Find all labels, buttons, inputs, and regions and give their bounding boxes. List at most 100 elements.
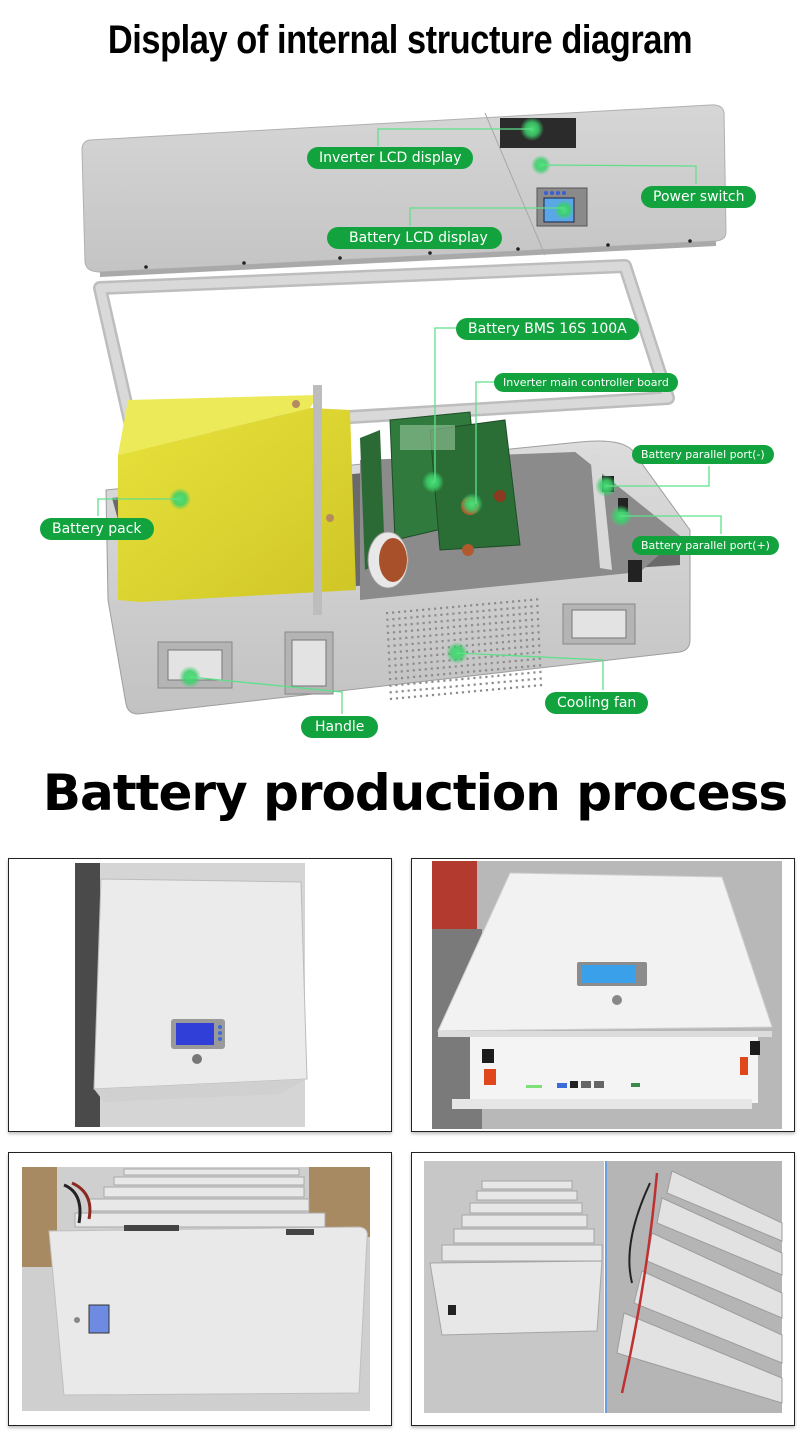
vent-hole: [521, 672, 524, 675]
vent-hole: [407, 696, 411, 699]
vent-hole: [452, 619, 455, 622]
vent-hole: [524, 599, 527, 602]
vent-hole: [509, 686, 513, 689]
vent-hole: [458, 618, 461, 621]
vent-hole: [404, 623, 407, 626]
vent-hole: [509, 680, 512, 683]
inverter-pcb-assembly: [360, 411, 521, 589]
vent-hole: [398, 624, 401, 627]
vent-hole: [425, 674, 428, 677]
vent-hole: [461, 678, 464, 681]
vent-hole: [530, 612, 533, 615]
vent-hole: [464, 618, 467, 621]
vent-hole: [458, 605, 461, 608]
vent-hole: [434, 607, 437, 610]
vent-hole: [429, 647, 432, 650]
vent-hole: [503, 680, 506, 683]
vent-hole: [419, 695, 423, 698]
vent-hole: [386, 618, 389, 621]
vent-hole: [524, 612, 527, 615]
vent-hole: [537, 631, 540, 634]
top-lid: [81, 104, 727, 277]
vent-hole: [399, 650, 402, 653]
vent-hole: [485, 689, 489, 692]
vent-hole: [424, 661, 427, 664]
vent-hole: [525, 625, 528, 628]
vent-hole: [533, 678, 536, 681]
vent-hole: [413, 682, 416, 685]
vent-hole: [417, 648, 420, 652]
vent-hole: [407, 676, 410, 679]
vent-hole: [449, 692, 453, 695]
vent-hole: [518, 606, 521, 609]
vent-hole: [473, 683, 476, 686]
vent-hole: [419, 681, 422, 685]
vent-hole: [524, 605, 527, 609]
vent-hole: [428, 608, 431, 611]
vent-hole: [436, 667, 439, 670]
vent-hole: [513, 626, 516, 630]
vent-hole: [506, 614, 509, 617]
vent-hole: [537, 624, 540, 627]
vent-hole: [525, 632, 528, 635]
vent-hole: [429, 641, 432, 644]
vent-hole: [500, 614, 503, 617]
vent-hole: [464, 624, 468, 627]
vent-hole: [467, 677, 470, 680]
vent-hole: [496, 648, 499, 651]
vent-hole: [488, 609, 491, 612]
vent-hole: [509, 673, 512, 676]
vent-hole: [467, 684, 470, 687]
vent-hole: [509, 667, 512, 670]
vent-hole: [527, 665, 530, 668]
vent-hole: [466, 664, 469, 667]
vent-hole: [441, 646, 444, 649]
vent-hole: [489, 635, 492, 638]
vent-hole: [503, 674, 506, 677]
vent-hole: [521, 685, 525, 688]
vent-hole: [482, 603, 485, 606]
vent-hole: [488, 615, 491, 619]
vent-hole: [431, 680, 434, 683]
vent-hole: [512, 613, 515, 616]
vent-hole: [536, 611, 539, 614]
vent-hole: [538, 657, 541, 660]
vent-hole: [452, 625, 456, 628]
vent-hole: [491, 688, 495, 691]
middle-frame: [93, 259, 675, 437]
vent-hole: [423, 648, 426, 651]
handles: [157, 603, 636, 695]
vent-hole: [513, 640, 516, 643]
vent-hole: [512, 607, 515, 610]
vent-hole: [407, 689, 410, 692]
vent-hole: [476, 603, 479, 606]
vent-hole: [441, 640, 444, 643]
vent-hole: [443, 692, 447, 696]
vent-hole: [514, 646, 517, 649]
vent-hole: [412, 669, 415, 672]
vent-hole: [410, 623, 413, 626]
vent-hole: [425, 687, 428, 691]
callout-battery-parallel-port-positive: Battery parallel port(+): [632, 536, 779, 555]
vent-hole: [416, 629, 420, 632]
vent-hole: [476, 616, 479, 620]
vent-hole: [422, 628, 426, 631]
vent-hole: [388, 664, 391, 667]
vent-hole: [501, 634, 504, 637]
vent-hole: [495, 628, 498, 631]
vent-hole: [531, 638, 534, 641]
vent-hole: [470, 604, 473, 607]
vent-hole: [404, 630, 408, 633]
cooling-vent-dots: [386, 598, 543, 700]
vent-hole: [484, 656, 487, 659]
vent-hole: [482, 616, 485, 619]
photo-battery-top-view: [75, 863, 308, 1127]
vent-hole: [476, 623, 480, 626]
vent-hole: [470, 617, 473, 620]
vent-hole: [471, 630, 474, 633]
vent-hole: [446, 606, 449, 609]
vent-hole: [401, 683, 404, 686]
vent-hole: [442, 653, 445, 656]
vent-hole: [497, 681, 500, 684]
vent-hole: [521, 665, 524, 669]
